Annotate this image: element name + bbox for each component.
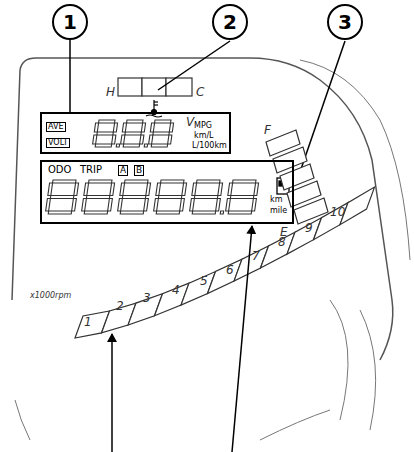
segment-digit xyxy=(225,180,259,214)
gauge-label: F xyxy=(264,124,271,136)
segment-digit xyxy=(120,120,151,147)
callout-number: 1 xyxy=(63,10,77,34)
display-legend: km/L xyxy=(194,132,214,140)
segment-digit xyxy=(81,180,115,214)
scale-number: 4 xyxy=(172,284,180,296)
scale-number: 5 xyxy=(200,275,208,287)
unit-label: x1000rpm xyxy=(30,292,71,300)
scale-number: 2 xyxy=(116,300,124,312)
segment-digit xyxy=(148,120,174,147)
leader-line xyxy=(69,40,71,112)
callout-number: 2 xyxy=(223,10,237,34)
display-legend: L/100km xyxy=(192,142,227,150)
display-legend: MPG xyxy=(194,122,212,130)
display-legend: B xyxy=(134,165,144,176)
display-legend: km xyxy=(270,196,282,204)
gauge-label: H xyxy=(106,86,115,98)
display-box: ODO TRIP ABkm mile xyxy=(40,160,294,224)
scale-number: 9 xyxy=(305,222,313,234)
display-legend: A xyxy=(118,165,128,176)
callout-number: 3 xyxy=(338,10,352,34)
scale-number: 10 xyxy=(330,206,345,218)
scale-number: 8 xyxy=(278,236,286,248)
scale-number: 3 xyxy=(143,292,151,304)
segment-digit xyxy=(92,120,123,147)
display-legend: TRIP xyxy=(80,165,102,175)
segment-digit xyxy=(117,180,151,214)
scale-number: 7 xyxy=(252,250,260,262)
gauge-label: C xyxy=(196,86,204,98)
callout-circle: 2 xyxy=(212,4,248,40)
scale-number: 1 xyxy=(84,316,92,328)
display-legend: V xyxy=(186,116,194,128)
callout-circle: 3 xyxy=(327,4,363,40)
display-legend: AVE xyxy=(46,122,66,132)
scale-number: 6 xyxy=(226,264,234,276)
display-legend: mile xyxy=(270,207,287,215)
callout-circle: 1 xyxy=(52,4,88,40)
display-box: AVE VOLT VMPG km/L L/100km xyxy=(40,112,231,154)
segment-digit xyxy=(153,180,187,214)
display-legend: VOLT xyxy=(46,138,70,148)
segment-digit xyxy=(45,180,79,214)
segment-digit xyxy=(189,180,228,214)
display-legend: ODO xyxy=(48,165,71,175)
